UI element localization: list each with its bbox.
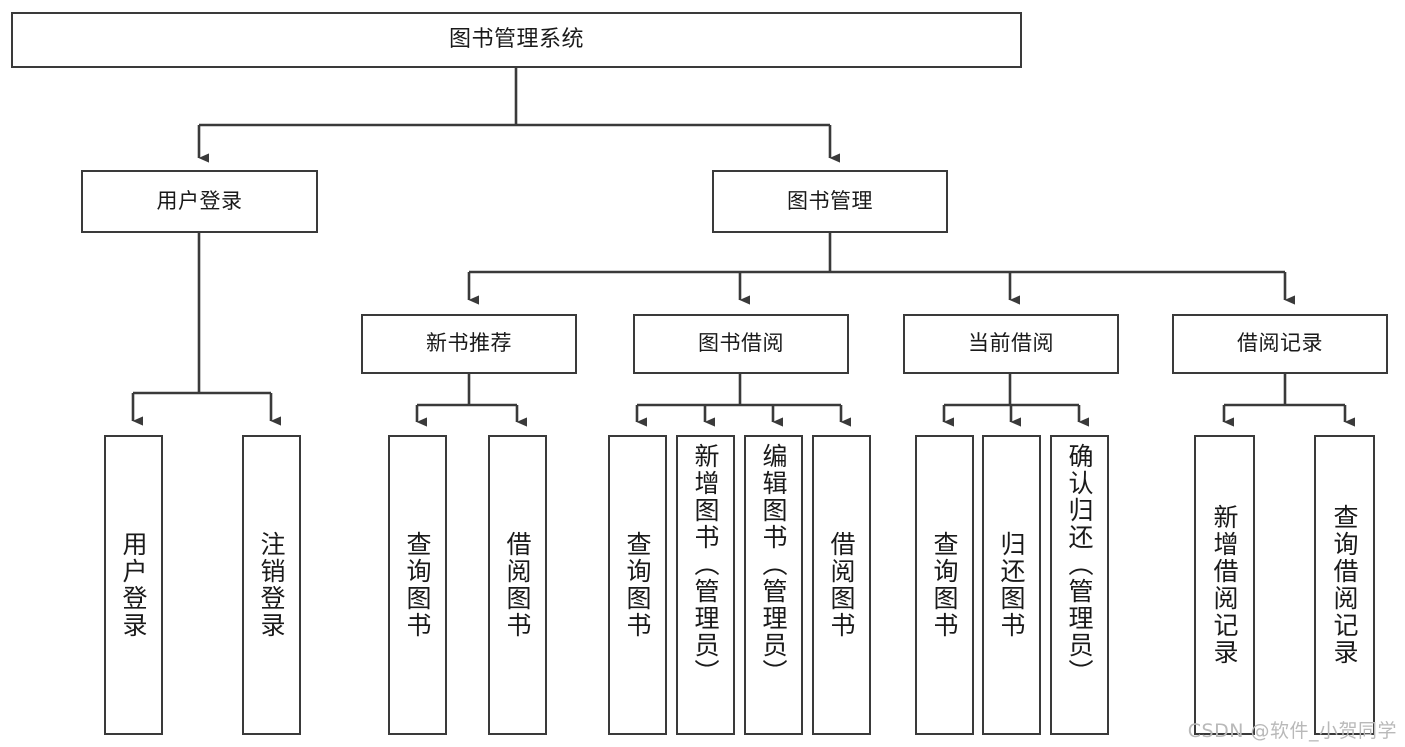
leaf-borrow-book[interactable]: 借阅图书 (812, 435, 871, 735)
leaf-query-book[interactable]: 查询图书 (608, 435, 667, 735)
node-new-book-recommend[interactable]: 新书推荐 (361, 314, 577, 374)
node-label: 图书管理 (787, 188, 873, 213)
leaf-edit-book-admin[interactable]: 编辑图书（管理员） (744, 435, 803, 735)
node-label: 查询图书 (623, 531, 652, 639)
node-current-borrow[interactable]: 当前借阅 (903, 314, 1119, 374)
node-label: 当前借阅 (968, 331, 1054, 356)
csdn-watermark: CSDN @软件_小贺同学 (1187, 720, 1397, 742)
node-label: 编辑图书（管理员） (759, 443, 788, 686)
node-label: 用户登录 (119, 531, 148, 639)
node-label: 查询借阅记录 (1330, 504, 1359, 666)
leaf-add-borrow-record[interactable]: 新增借阅记录 (1194, 435, 1255, 735)
leaf-query-book-recommend[interactable]: 查询图书 (388, 435, 447, 735)
leaf-user-login[interactable]: 用户登录 (104, 435, 163, 735)
node-label: 新增借阅记录 (1210, 504, 1239, 666)
node-borrow-record[interactable]: 借阅记录 (1172, 314, 1388, 374)
node-user-login[interactable]: 用户登录 (81, 170, 318, 233)
node-root-system[interactable]: 图书管理系统 (11, 12, 1022, 68)
leaf-add-book-admin[interactable]: 新增图书（管理员） (676, 435, 735, 735)
leaf-user-logout[interactable]: 注销登录 (242, 435, 301, 735)
node-label: 用户登录 (156, 188, 243, 213)
node-label: 借阅图书 (827, 531, 856, 639)
leaf-query-book-current[interactable]: 查询图书 (915, 435, 974, 735)
node-label: 确认归还（管理员） (1065, 443, 1094, 686)
node-book-management[interactable]: 图书管理 (712, 170, 948, 233)
node-label: 借阅记录 (1237, 331, 1323, 356)
node-label: 新增图书（管理员） (691, 443, 720, 686)
node-label: 注销登录 (257, 531, 286, 639)
node-label: 图书借阅 (698, 331, 784, 356)
leaf-confirm-return-admin[interactable]: 确认归还（管理员） (1050, 435, 1109, 735)
leaf-borrow-book-recommend[interactable]: 借阅图书 (488, 435, 547, 735)
leaf-return-book[interactable]: 归还图书 (982, 435, 1041, 735)
node-book-borrow[interactable]: 图书借阅 (633, 314, 849, 374)
leaf-query-borrow-record[interactable]: 查询借阅记录 (1314, 435, 1375, 735)
node-label: 查询图书 (930, 531, 959, 639)
node-label: 图书管理系统 (448, 26, 584, 52)
node-label: 查询图书 (403, 531, 432, 639)
node-label: 新书推荐 (426, 331, 512, 356)
node-label: 借阅图书 (503, 531, 532, 639)
node-label: 归还图书 (997, 531, 1026, 639)
